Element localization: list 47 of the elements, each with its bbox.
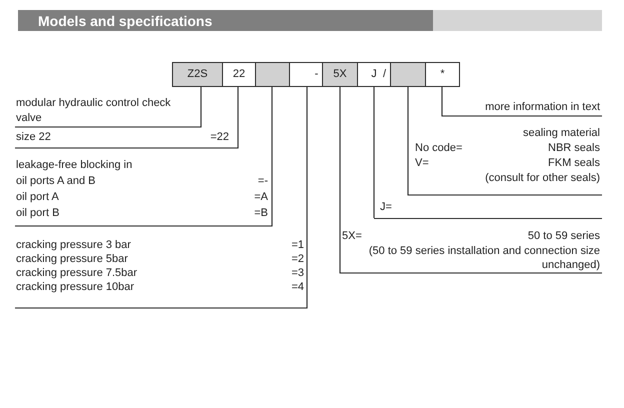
code-text: J= [380,200,392,215]
code-text: V= [415,156,429,171]
code-cell [289,62,323,87]
leader-line [373,87,375,219]
option-text: cracking pressure 3 bar [16,238,131,252]
option-text: oil port A [16,190,59,205]
description-text: sealing material [522,126,600,141]
description-text: modular hydraulic control check valve [16,96,172,126]
note-text: (consult for other seals) [485,171,600,186]
description-text: size 22 [16,130,51,145]
leader-line [15,87,273,227]
code-text: =A [254,190,268,205]
code-text: =3 [291,266,304,280]
code-cell [390,62,426,87]
leader-line [339,87,602,274]
separator-text: / [382,67,386,82]
code-cell: 22 [222,62,256,87]
leader-line [15,87,202,128]
code-text: =- [258,174,268,189]
description-text: more information in text [485,100,600,115]
code-cell [255,62,290,87]
description-text: leakage-free blocking in [16,158,132,173]
leader-line [15,87,239,149]
code-text: No code= [415,141,462,156]
code-cell: Z2S [172,62,223,87]
leader-line [15,87,308,309]
option-text: cracking pressure 7.5bar [16,266,138,280]
code-text: =1 [291,238,304,252]
option-text: cracking pressure 10bar [16,280,134,294]
code-text: =B [254,206,268,221]
code-text: =22 [210,130,229,145]
option-text: oil port B [16,206,60,221]
code-text: =4 [291,280,304,294]
separator-text: - [314,67,318,82]
option-text: oil ports A and B [16,174,96,189]
option-text: NBR seals [548,141,600,156]
section-title: Models and specifications [38,14,212,28]
option-text: FKM seals [548,156,600,171]
option-text: cracking pressure 5bar [16,252,128,266]
note-text: (50 to 59 series installation and connection size unchanged) [368,244,600,272]
code-cell: * [425,62,460,87]
code-text: =2 [291,252,304,266]
leader-line [441,87,602,117]
leader-line [407,87,602,196]
code-text: 5X= [342,229,362,244]
option-text: 50 to 59 series [528,229,600,244]
code-cell: 5X [322,62,358,87]
